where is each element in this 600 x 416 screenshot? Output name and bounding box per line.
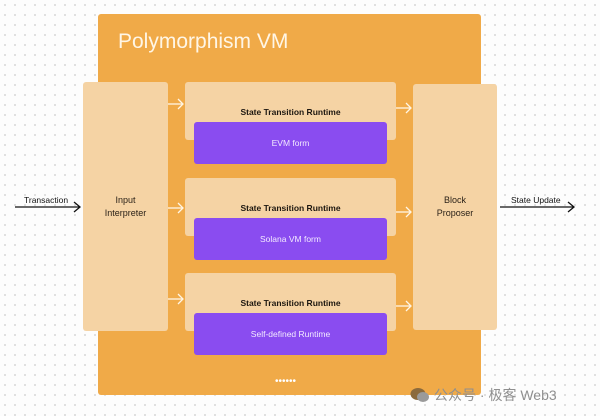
block-proposer-label-2: Proposer — [436, 208, 474, 218]
arrow-input-to-runtime-2 — [168, 202, 184, 214]
runtime-label-2: State Transition Runtime — [240, 203, 341, 213]
input-interpreter-box: Input Interpreter — [83, 82, 168, 331]
arrow-runtime-2-to-proposer — [396, 206, 412, 218]
watermark: 公众号 · 极客 Web3 — [410, 385, 557, 405]
watermark-text: 公众号 · 极客 Web3 — [434, 387, 557, 403]
diagram-title: Polymorphism VM — [118, 30, 289, 53]
block-proposer-label-1: Block — [443, 195, 466, 205]
runtime-label-3: State Transition Runtime — [240, 298, 341, 308]
self-defined-runtime-box: Self-defined Runtime — [194, 313, 387, 355]
arrow-input-to-runtime-1 — [168, 98, 184, 110]
runtime-label-1: State Transition Runtime — [240, 107, 341, 117]
state-update-arrow — [500, 201, 576, 213]
input-interpreter-label-2: Interpreter — [104, 207, 147, 218]
input-interpreter-label-1: Input — [115, 194, 136, 205]
evm-form-box: EVM form — [194, 122, 387, 164]
pagination-dots: •••••• — [275, 376, 297, 387]
transaction-arrow — [15, 201, 82, 213]
state-update-label: State Update — [511, 195, 561, 205]
arrow-input-to-runtime-3 — [168, 293, 184, 305]
solana-vm-form-box: Solana VM form — [194, 218, 387, 260]
arrow-runtime-3-to-proposer — [396, 300, 412, 312]
wechat-icon — [410, 388, 429, 402]
transaction-label: Transaction — [24, 195, 69, 205]
block-proposer-box: Block Proposer — [413, 84, 497, 330]
arrow-runtime-1-to-proposer — [396, 102, 412, 114]
